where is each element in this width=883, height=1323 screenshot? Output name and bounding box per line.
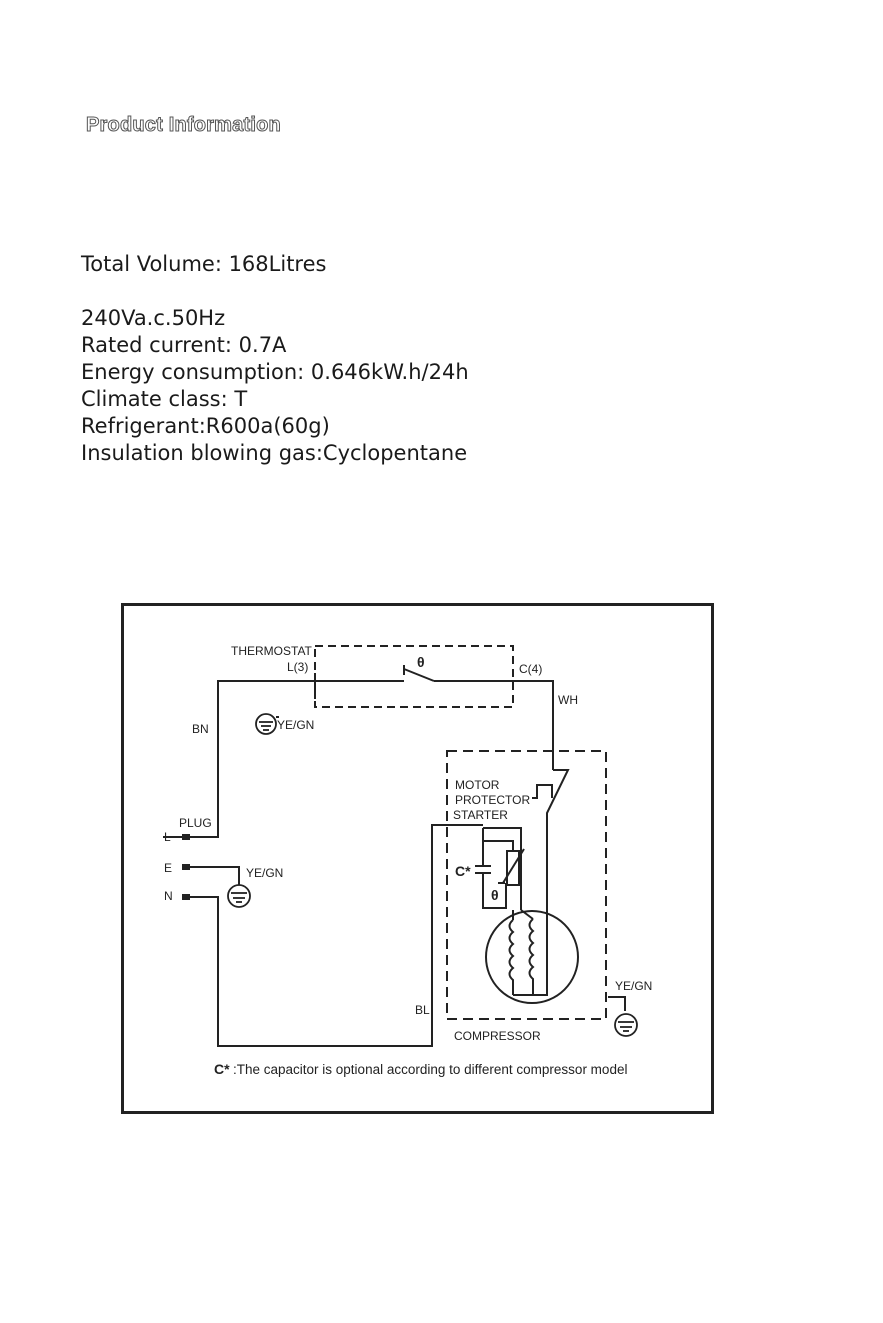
l3-label: L(3) [287,660,308,674]
terminal-l-label: L [164,830,171,844]
motor-winding-2 [528,918,535,995]
compressor-earth-wire [608,996,626,1011]
terminal-l [182,834,190,840]
bn-wire [163,680,404,838]
spec-insulation: Insulation blowing gas:Cyclopentane [81,441,468,465]
terminal-e [182,864,190,870]
note-capacitor-symbol: C* [214,1061,230,1077]
spec-refrigerant: Refrigerant:R600a(60g) [81,414,330,438]
motor-protector [532,784,553,799]
thermostat-label: THERMOSTAT [231,644,313,658]
motor-label: MOTOR [455,778,500,792]
c4-label: C(4) [519,662,542,676]
wiring-diagram: THERMOSTAT L(3) θ C(4) WH BN YE/GN MOTOR… [121,603,714,1114]
compressor-motor [485,910,579,1004]
plug-label: PLUG [179,816,212,830]
capacitor-note: :The capacitor is optional according to … [233,1062,627,1077]
plug-ground-icon [227,884,251,908]
starter-label: STARTER [453,808,508,822]
spec-climate-class: Climate class: T [81,387,248,411]
ptc-starter [506,850,520,886]
page-title: Product Information [86,114,282,137]
spec-total-volume: Total Volume: 168Litres [81,252,327,276]
thermostat-box [314,645,514,708]
thermostat-switch [403,668,435,682]
wh-wire [434,680,554,770]
earth-wire [190,866,240,885]
compressor-yegn-label: YE/GN [615,979,652,993]
bl-label: BL [415,1003,430,1017]
motor-winding-1 [508,919,515,995]
wh-label: WH [558,693,578,707]
terminal-n-label: N [164,889,173,903]
bl-wire [190,824,483,1047]
terminal-e-label: E [164,861,172,875]
compressor-label: COMPRESSOR [454,1029,541,1043]
capacitor-label: C* [455,863,471,879]
terminal-n [182,894,190,900]
thermostat-ground-icon [255,713,279,735]
spec-energy: Energy consumption: 0.646kW.h/24h [81,360,469,384]
spec-rated-current: Rated current: 0.7A [81,333,287,357]
thermostat-yegn-label: YE/GN [277,718,314,732]
compressor-box [446,750,607,1020]
bn-label: BN [192,722,209,736]
spec-voltage: 240Va.c.50Hz [81,306,226,330]
diagram-frame [121,603,714,1114]
starter-theta: θ [491,887,499,903]
plug-yegn-label: YE/GN [246,866,283,880]
protector-label: PROTECTOR [455,793,530,807]
starter-circuit [483,827,522,910]
thermostat-theta: θ [417,654,425,670]
compressor-ground-icon [614,1013,638,1037]
